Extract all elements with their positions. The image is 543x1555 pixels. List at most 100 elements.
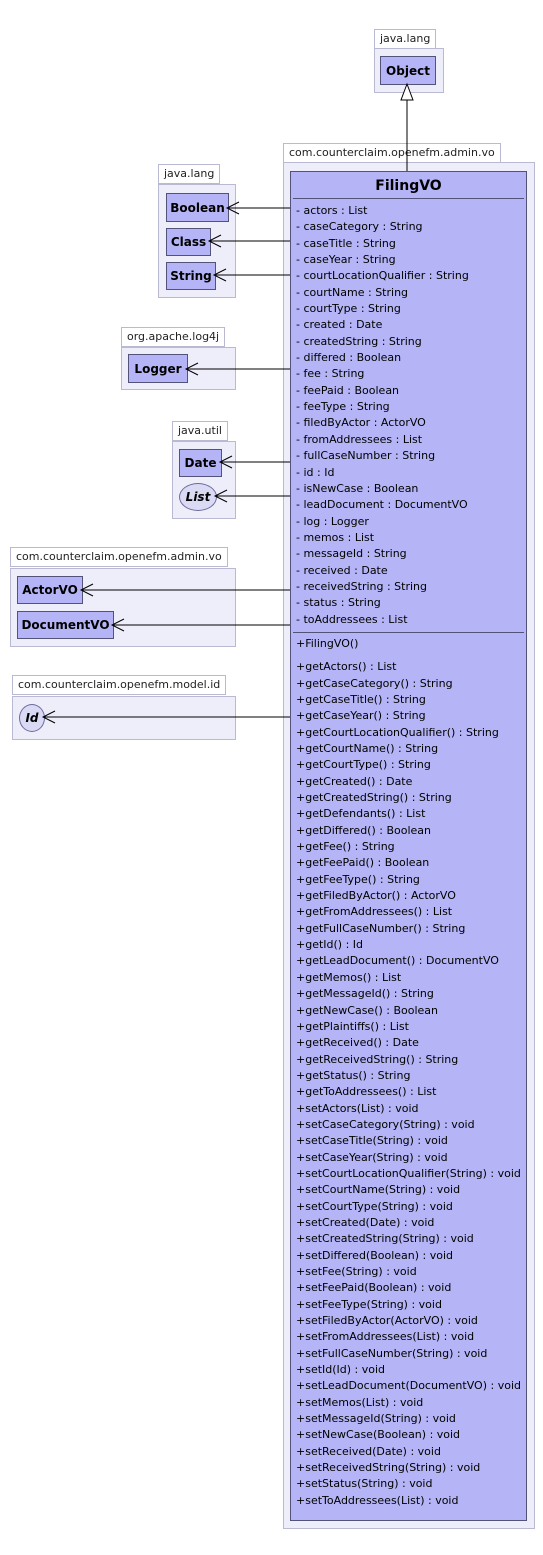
operation-list: +getActors() : List +getCaseCategory() : …	[291, 656, 526, 1509]
operation-row: +getPlaintiffs() : List	[296, 1019, 409, 1033]
operation-row: +setFiledByActor(ActorVO) : void	[296, 1314, 478, 1328]
operation-row: +setFeePaid(Boolean) : void	[296, 1281, 452, 1295]
operation-row: +getCaseCategory() : String	[296, 676, 453, 690]
generalization-arrowhead	[400, 82, 414, 101]
attribute-row: - status : String	[296, 596, 381, 610]
attribute-row: - received : Date	[296, 563, 388, 577]
operation-row: +getReceivedString() : String	[296, 1052, 459, 1066]
attribute-row: - feeType : String	[296, 400, 390, 414]
attribute-divider	[293, 631, 524, 633]
attribute-row: - created : Date	[296, 318, 383, 332]
operation-row: +setCourtLocationQualifier(String) : voi…	[296, 1166, 521, 1180]
package-tab-log4j: org.apache.log4j	[121, 327, 226, 347]
arrow-class	[207, 234, 222, 248]
arrow-documentvo	[110, 618, 125, 632]
attribute-row: - receivedString : String	[296, 579, 428, 593]
attribute-row: - id : Id	[296, 465, 335, 479]
attribute-row: - differed : Boolean	[296, 351, 402, 365]
operation-row: +getCreated() : Date	[296, 774, 413, 788]
class-documentvo[interactable]: DocumentVO	[17, 611, 114, 639]
class-class[interactable]: Class	[166, 228, 211, 256]
class-string[interactable]: String	[166, 262, 216, 290]
operation-row: +getCourtName() : String	[296, 742, 439, 755]
attribute-row: - createdString : String	[296, 334, 422, 348]
operation-row: +getToAddressees() : List	[296, 1085, 437, 1099]
operation-row: +getDiffered() : Boolean	[296, 823, 432, 837]
class-filingvo[interactable]: FilingVO - actors : List - caseCategory :…	[290, 171, 527, 1521]
operation-row: +getCreatedString() : String	[296, 791, 452, 805]
operation-row: +setCaseYear(String) : void	[296, 1150, 448, 1164]
operation-row: +setNewCase(Boolean) : void	[296, 1428, 461, 1442]
operation-row: +setReceivedString(String) : void	[296, 1461, 481, 1475]
package-tab-admin-vo-left: com.counterclaim.openefm.admin.vo	[10, 547, 228, 567]
operation-row: +setFeeType(String) : void	[296, 1297, 442, 1311]
operation-row: +setFee(String) : void	[296, 1265, 417, 1278]
class-logger[interactable]: Logger	[128, 354, 188, 383]
attribute-row: - memos : List	[296, 530, 375, 544]
operation-row: +setCreatedString(String) : void	[296, 1232, 474, 1246]
package-tab-model-id: com.counterclaim.openefm.model.id	[12, 675, 227, 695]
attribute-row: - feePaid : Boolean	[296, 383, 400, 397]
operation-row: +getId() : Id	[296, 938, 364, 952]
attribute-row: - log : Logger	[296, 514, 369, 528]
operation-row: +setReceived(Date) : void	[296, 1444, 441, 1458]
constructor-section: +FilingVO()	[291, 633, 526, 656]
attribute-row: - actors : List	[296, 204, 368, 217]
operation-row: +setMessageId(String) : void	[296, 1412, 456, 1426]
class-title: FilingVO	[375, 178, 442, 194]
arrow-actorvo	[79, 583, 94, 597]
title-divider	[293, 198, 524, 199]
operation-row: +getNewCase() : Boolean	[296, 1003, 439, 1017]
arrow-boolean	[225, 201, 240, 215]
operation-row: +getFiledByActor() : ActorVO	[296, 889, 456, 903]
operation-row: +getFeeType() : String	[296, 872, 420, 886]
operation-row: +setCourtName(String) : void	[296, 1183, 461, 1197]
operation-row: +setCreated(Date) : void	[296, 1215, 435, 1229]
package-tab-java-lang-left: java.lang	[158, 164, 221, 184]
operation-row: +getMemos() : List	[296, 970, 402, 984]
attribute-row: - fullCaseNumber : String	[296, 449, 436, 463]
interface-list[interactable]: List	[179, 483, 217, 511]
operation-row: +getMessageId() : String	[296, 987, 434, 1001]
operation-row: +getCaseTitle() : String	[296, 692, 426, 706]
operation-row: +getCaseYear() : String	[296, 709, 426, 723]
attribute-row: - courtName : String	[296, 285, 409, 299]
operation-row: +setCourtType(String) : void	[296, 1199, 453, 1213]
attribute-row: - courtLocationQualifier : String	[296, 269, 469, 283]
package-model-id	[12, 696, 236, 740]
operation-row: +getFeePaid() : Boolean	[296, 856, 430, 870]
operation-row: +getFromAddressees() : List	[296, 905, 453, 919]
operation-row: +getFullCaseNumber() : String	[296, 921, 466, 935]
attribute-row: - caseYear : String	[296, 253, 396, 267]
operation-row: +setCaseCategory(String) : void	[296, 1117, 475, 1131]
arrow-list	[213, 489, 228, 503]
class-object[interactable]: Object	[380, 56, 436, 85]
arrow-id	[41, 710, 56, 724]
operation-row: +getStatus() : String	[296, 1068, 411, 1082]
interface-id[interactable]: Id	[19, 704, 45, 732]
operation-row: +setMemos(List) : void	[296, 1395, 424, 1409]
attribute-list: - actors : List - caseCategory : String - …	[291, 199, 526, 632]
class-actorvo[interactable]: ActorVO	[17, 576, 83, 604]
operation-row: +getDefendants() : List	[296, 807, 426, 821]
attribute-row: - filedByActor : ActorVO	[296, 416, 426, 430]
attribute-row: - courtType : String	[296, 302, 401, 316]
attribute-row: - toAddressees : List	[296, 612, 408, 626]
operation-row: +getCourtType() : String	[296, 758, 431, 772]
operation-row: +setCaseTitle(String) : void	[296, 1134, 448, 1148]
attribute-row: - caseTitle : String	[296, 236, 396, 250]
attribute-row: - fee : String	[296, 367, 365, 381]
attribute-row: - messageId : String	[296, 547, 407, 561]
attribute-row: - caseCategory : String	[296, 220, 423, 234]
constructor: +FilingVO()	[296, 636, 359, 650]
package-tab-java-util: java.util	[172, 421, 228, 441]
attribute-row: - fromAddressees : List	[296, 432, 423, 446]
class-date[interactable]: Date	[179, 449, 222, 477]
operation-row: +setDiffered(Boolean) : void	[296, 1248, 454, 1262]
class-boolean[interactable]: Boolean	[166, 193, 229, 222]
operation-row: +setToAddressees(List) : void	[296, 1493, 459, 1507]
operation-row: +setLeadDocument(DocumentVO) : void	[296, 1379, 521, 1393]
operation-row: +setStatus(String) : void	[296, 1477, 433, 1491]
operation-row: +getActors() : List	[296, 660, 397, 674]
arrow-date	[218, 455, 233, 469]
